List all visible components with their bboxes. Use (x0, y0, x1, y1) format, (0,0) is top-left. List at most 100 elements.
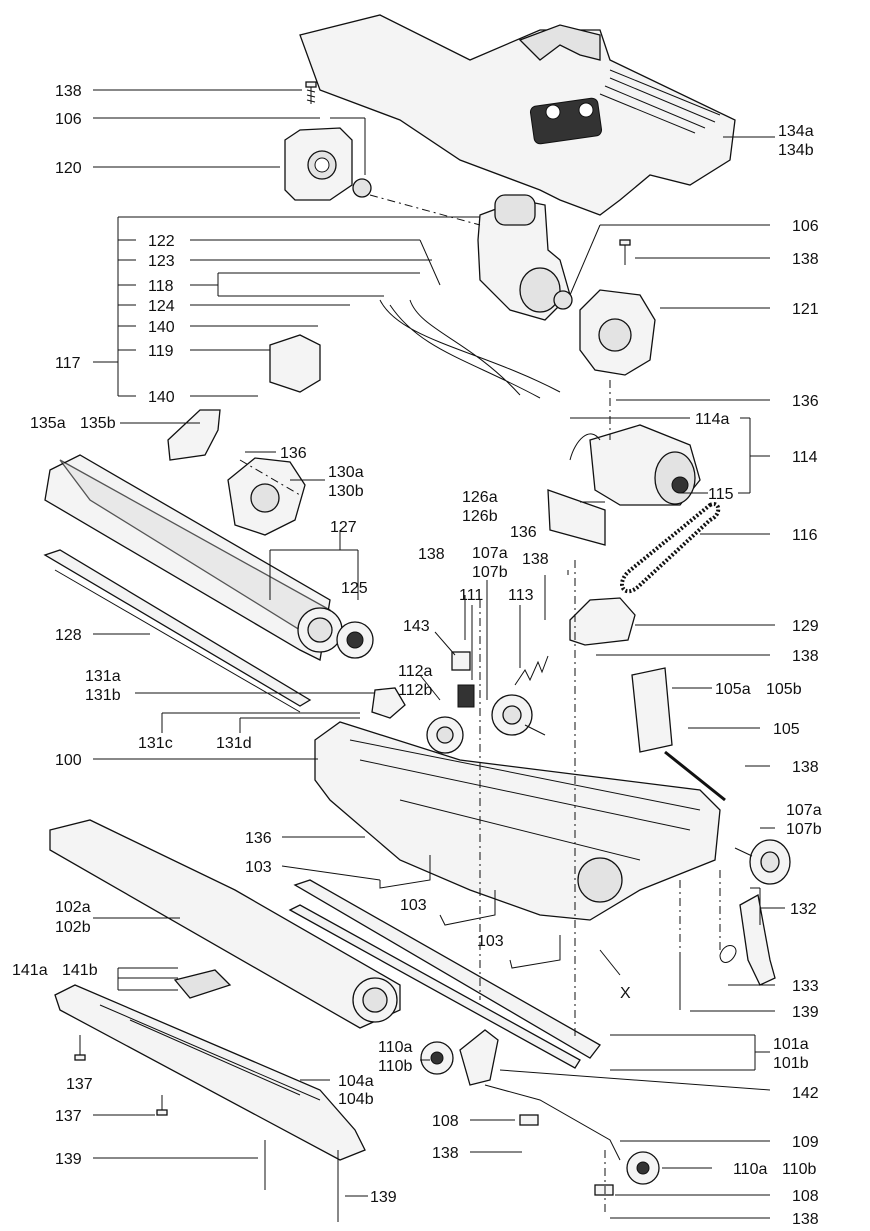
callout-127: 127 (330, 519, 357, 536)
callout-108-a: 108 (432, 1113, 459, 1130)
callout-131a: 131a (85, 668, 121, 685)
base-plate-104 (54, 984, 366, 1161)
part-111 (457, 684, 475, 708)
callout-136-left: 136 (245, 830, 272, 847)
screw-138-right (619, 239, 631, 265)
callout-123: 123 (148, 253, 175, 270)
callout-130b: 130b (328, 483, 364, 500)
part-131 (371, 687, 406, 719)
callout-122: 122 (148, 233, 175, 250)
callout-126a: 126a (462, 489, 498, 506)
callout-107a: 107a (472, 545, 508, 562)
wire-harness (379, 299, 561, 399)
callout-138-bottom2: 138 (792, 1211, 819, 1228)
callout-131c: 131c (138, 735, 173, 752)
callout-136-right: 136 (792, 393, 819, 410)
rail-101 (293, 879, 601, 1059)
base-chassis-100 (314, 721, 721, 921)
callout-131d: 131d (216, 735, 252, 752)
callout-129: 129 (792, 618, 819, 635)
callout-137-a: 137 (66, 1076, 93, 1093)
parts-drawing (43, 14, 791, 1222)
callout-102a: 102a (55, 899, 91, 916)
callout-114: 114 (792, 449, 818, 466)
lever-105a (631, 667, 673, 753)
callout-104a: 104a (338, 1073, 374, 1090)
callout-138-mid3: 138 (792, 648, 819, 665)
bracket-129 (569, 597, 636, 646)
callout-102b: 102b (55, 919, 91, 936)
callout-140-top: 140 (148, 319, 175, 336)
callout-103-c: 103 (477, 933, 504, 950)
callout-139-bottom: 139 (370, 1189, 397, 1206)
brush-strip-128 (43, 549, 312, 707)
callout-120: 120 (55, 160, 82, 177)
leader-lines (93, 89, 785, 1219)
callout-101a: 101a (773, 1036, 809, 1053)
callout-107b-right: 107b (786, 821, 822, 838)
callout-142: 142 (792, 1085, 819, 1102)
screw-138-top (305, 81, 317, 104)
callout-110a: 110a (378, 1039, 413, 1056)
callout-143: 143 (403, 618, 430, 635)
callout-100: 100 (55, 752, 82, 769)
callout-107b: 107b (472, 564, 508, 581)
callout-124: 124 (148, 298, 175, 315)
callout-104b: 104b (338, 1091, 374, 1108)
callout-125: 125 (341, 580, 368, 597)
callout-103-a: 103 (245, 859, 272, 876)
callout-139-left: 139 (55, 1151, 82, 1168)
hood-handle (518, 24, 601, 61)
bumper-102 (49, 819, 401, 1029)
assembly-centerlines (239, 194, 721, 1215)
rail-101-lower (288, 904, 581, 1069)
callout-138-mid1: 138 (418, 546, 445, 563)
callout-132: 132 (790, 901, 817, 918)
callout-103-b: 103 (400, 897, 427, 914)
spring-103-a (379, 855, 431, 889)
callout-136-mid: 136 (510, 524, 537, 541)
callout-141b: 141b (62, 962, 98, 979)
callout-115: 115 (708, 486, 734, 503)
callout-138: 138 (55, 83, 82, 100)
hood-cover-134 (299, 14, 736, 216)
clip-108-a (519, 1114, 539, 1126)
part-142 (459, 1029, 499, 1086)
callout-131b: 131b (85, 687, 121, 704)
callout-107a-right: 107a (786, 802, 822, 819)
callout-109: 109 (792, 1134, 819, 1151)
callout-128: 128 (55, 627, 82, 644)
callout-138-mid2: 138 (522, 551, 549, 568)
lever-132 (739, 893, 776, 986)
callout-106: 106 (55, 111, 82, 128)
bushing-106-right (553, 290, 573, 310)
callout-101b: 101b (773, 1055, 809, 1072)
callout-110a-right: 110a (733, 1161, 768, 1178)
callout-labels: 138 106 120 134a 134b 106 138 122 123 11… (12, 83, 822, 1228)
callout-111: 111 (459, 587, 483, 604)
clip-135 (167, 409, 221, 461)
axle-105 (664, 750, 726, 802)
callout-105a: 105a (715, 681, 751, 698)
callout-105b: 105b (766, 681, 802, 698)
bracket-119 (269, 334, 321, 393)
callout-x: X (620, 985, 631, 1002)
screw-137-a (74, 1035, 86, 1061)
bushing-106-left (352, 178, 372, 198)
callout-121: 121 (792, 301, 819, 318)
callout-141a: 141a (12, 962, 48, 979)
drive-belt-116 (620, 502, 721, 594)
spring-103-c (509, 935, 561, 969)
callout-105: 105 (773, 721, 800, 738)
callout-119: 119 (148, 343, 174, 360)
spring-133 (719, 945, 737, 963)
hood-vent-slots (599, 69, 721, 134)
callout-117: 117 (55, 355, 81, 372)
callout-137-b: 137 (55, 1108, 82, 1125)
circuit-board-126 (547, 489, 606, 546)
callout-114a: 114a (695, 411, 730, 428)
screw-137-b (156, 1095, 168, 1116)
spring-103-b (439, 890, 496, 926)
spring-113 (514, 655, 549, 686)
